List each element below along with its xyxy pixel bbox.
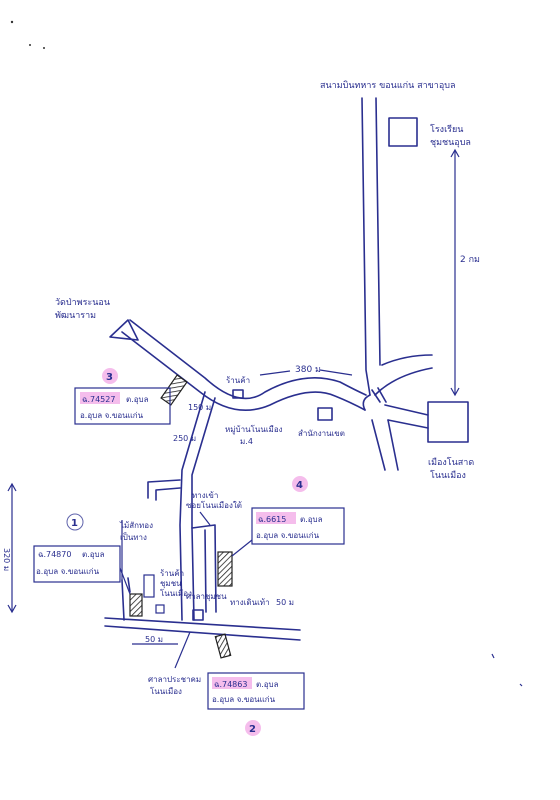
plot-4-pointer: [231, 539, 253, 557]
plot-4-parcel: [217, 551, 233, 587]
ink-dot: [29, 44, 31, 46]
distance-2km-label: 2 กม: [460, 255, 480, 265]
distance-50m-bottom-label: 50 ม: [145, 635, 163, 644]
distance-150m-label: 150 ม: [188, 403, 211, 412]
plot-1-box: [33, 545, 121, 583]
garden-road: [121, 579, 125, 621]
plot-1-sub: ต.อุบล: [82, 550, 105, 559]
store-building: [232, 389, 244, 399]
sala-label-2: โนนเมือง: [150, 686, 182, 696]
plot-2-marker: [245, 720, 261, 736]
health-building: [317, 407, 333, 421]
plot-4-sub: ต.อุบล: [300, 515, 323, 524]
garden-label-2: เป็นทาง: [120, 532, 147, 542]
plot-3-sub: ต.อุบล: [126, 395, 149, 404]
plot-1-deed: ฉ.74870: [38, 550, 71, 559]
hospital-label-2: ชุมชนอุบล: [430, 138, 471, 148]
ink-dot: [10, 20, 14, 24]
plot-1-pointer: [119, 567, 131, 595]
distance-50m-right-label: 50 ม: [276, 598, 294, 607]
distance-380m-line: [319, 369, 353, 376]
distance-380m-label: 380 ม: [295, 365, 321, 375]
plot-3-highlight: [80, 392, 120, 404]
plot-1-line2: อ.อุบล จ.ขอนแก่น: [36, 567, 100, 576]
ink-mark: [491, 653, 523, 687]
distance-380m-line: [259, 370, 291, 376]
plot-4-box: [251, 507, 345, 545]
plot-1-number: 1: [71, 518, 78, 529]
temple-label-2: พัฒนาราม: [55, 311, 96, 321]
alley-road: [191, 524, 217, 613]
distance-320m-label: 320 ม: [2, 548, 11, 571]
community-hall-label: ศาลาชุมชน: [186, 592, 227, 601]
temple-label-1: วัดป่าพระนอน: [55, 298, 110, 308]
alley-road: [204, 529, 207, 613]
plot-3-line2: อ.อุบล จ.ขอนแก่น: [80, 411, 144, 420]
alley-label-1: ทางเข้า: [192, 491, 218, 500]
plot-2-parcel: [214, 633, 232, 659]
district-label-1: เมืองโนสาด: [428, 457, 474, 468]
village-label-2: ม.4: [240, 437, 253, 446]
hospital-building: [388, 117, 418, 147]
plot-3-deed: ฉ.74527: [82, 395, 115, 404]
plot-3-box: [74, 387, 171, 425]
plot-1-building: [143, 574, 155, 598]
plot-1-parcel: [129, 593, 143, 617]
plot-2-sub: ต.อุบล: [256, 680, 279, 689]
sala-pointer: [174, 631, 191, 669]
ink-dot: [43, 47, 45, 49]
plot-4-marker: [292, 476, 308, 492]
top-road-label: สนามบินทหาร ขอนแก่น สาขาอุบล: [320, 80, 455, 91]
plot-2-number: 2: [249, 724, 256, 735]
distance-250m-label: 250 ม: [173, 434, 196, 443]
village-label-1: หมู่บ้านโนนเมือง: [225, 424, 283, 435]
alley-pointer: [199, 511, 211, 526]
garden-label-1: ไม้สักทอง: [119, 521, 153, 530]
plot-3-marker: [102, 368, 118, 384]
plot-3-number: 3: [106, 372, 113, 383]
plot-4-number: 4: [296, 480, 303, 491]
store-label: ร้านค้า: [226, 376, 250, 385]
district-office-building: [427, 401, 469, 443]
plot-4-highlight: [256, 512, 296, 524]
plot-2-box: [207, 672, 305, 710]
hospital-label-1: โรงเรียน: [430, 124, 463, 135]
garden-road: [127, 577, 131, 593]
main-road-north: [361, 97, 433, 396]
district-label-2: โนนเมือง: [430, 470, 466, 481]
plot-4-deed: ฉ.6615: [258, 515, 286, 524]
village-road-label: ทางเดินเท้า: [230, 598, 270, 607]
community-hall-building: [192, 609, 204, 621]
sala-label-1: ศาลาประชาคม: [148, 675, 201, 684]
small-shop-label-1: ร้านค้า: [160, 569, 184, 578]
small-shop-label-2: ชุมชน: [160, 579, 182, 588]
road-to-village: [121, 319, 387, 412]
plot-3-parcel: [160, 374, 188, 406]
health-label: สำนักงานเขต: [298, 429, 345, 438]
distance-arrow-2km: [450, 148, 460, 397]
small-shop-label-3: โนนเมือง: [160, 588, 192, 598]
temple-icon: [109, 319, 139, 341]
main-road-east: [362, 394, 429, 471]
plot-4-line2: อ.อุบล จ.ขอนแก่น: [256, 531, 320, 540]
plot-2-deed: ฉ.74863: [214, 680, 247, 689]
village-road-south: [104, 617, 301, 641]
plot-1-marker: [66, 513, 84, 531]
road-south: [147, 391, 216, 621]
plot-2-highlight: [212, 677, 252, 689]
alley-label-2: ซอยโนนเมืองใต้: [186, 500, 242, 510]
plot-2-line2: อ.อุบล จ.ขอนแก่น: [212, 695, 276, 704]
small-shop-building: [155, 604, 165, 614]
distance-arrow-320m: [7, 482, 17, 614]
